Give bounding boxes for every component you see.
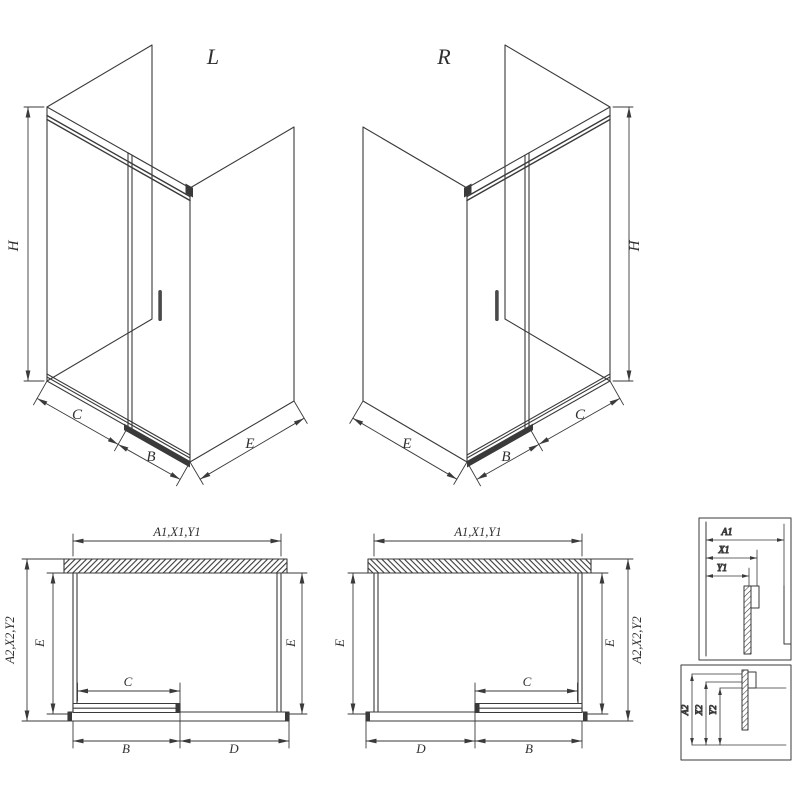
overall-depth-label: A2,X2,Y2 [630,616,644,664]
fixed-label: B [525,741,533,756]
y2-label: Y2 [709,705,719,715]
opening-label: C [124,674,133,689]
rail-endcap-right [285,712,289,721]
fixed-width-label: C [72,407,83,423]
overall-width-label: A1,X1,Y1 [152,525,200,539]
fixed-label: D [228,741,239,756]
dim-fixed-width [33,380,129,452]
y1-label: Y1 [717,563,728,574]
detail-width-profile: A1 X1 Y1 [698,517,792,661]
height-label: H [627,239,643,252]
dim-depth-right [280,572,308,715]
glass-section [741,669,749,731]
plan-left-labels: A1,X1,Y1 A2,X2,Y2 E E C B D [3,525,298,756]
height-label: H [6,239,22,252]
door-edge [127,152,133,430]
x2-label: X2 [695,704,705,716]
fixed-width-label: C [575,407,586,423]
wall-edge [783,585,792,645]
extension-lines [748,523,785,587]
dim-fixed [179,720,290,749]
x1-label: X1 [717,545,729,556]
wall-profile-bracket [747,671,757,689]
door-width-label: B [146,449,155,465]
detail-box [680,664,792,761]
bottom-rail-door-segment [124,423,190,468]
dim-height [23,106,45,382]
back-side-panel [46,44,153,382]
overall-depth-label: A2,X2,Y2 [3,616,17,664]
extension-lines [691,673,787,746]
depth-right-label: E [602,639,617,648]
iso-left-geometry [23,44,308,487]
depth-left-label: E [32,639,47,648]
dim-door-width [117,443,191,487]
a2-label: A2 [681,704,691,716]
side-glass-panel [189,126,295,463]
side-panel-right [276,572,282,713]
variant-label-right: R [436,44,451,69]
a1-label: A1 [720,527,732,538]
side-panel-left [72,572,78,713]
iso-right-geometry [350,45,633,486]
wall-profile-bracket [750,585,760,609]
wall-section [63,558,288,574]
door-handle [158,290,162,321]
depth-right-label: E [283,639,298,648]
overall-width-label: A1,X1,Y1 [453,525,501,539]
dim-overall-depth [21,558,69,722]
rail-endcap-left [68,712,72,721]
door-width-label: B [501,449,510,465]
top-track [46,114,191,202]
depth-left-label: E [332,639,347,648]
door-label: D [415,741,426,756]
door-label: B [122,741,130,756]
iso-right-labels: R H E B C [401,44,643,465]
dim-overall-width [72,533,282,557]
slide-rail [67,711,290,722]
plan-right-geometry [348,534,633,748]
door-endcap [175,703,180,713]
glass-section [743,585,752,655]
opening-label: C [523,674,532,689]
iso-left-labels: L H C B E [6,44,255,465]
variant-label-left: L [206,44,219,69]
side-depth-label: E [244,436,254,452]
plan-left-geometry [21,533,308,749]
plan-right-labels: A1,X1,Y1 A2,X2,Y2 E E C D B [332,525,644,756]
dim-side-depth [189,400,308,485]
side-depth-label: E [401,436,411,452]
dim-depth-left [46,572,74,715]
detail-depth-profile: A2 X2 Y2 [680,664,792,761]
dim-opening [77,682,181,704]
